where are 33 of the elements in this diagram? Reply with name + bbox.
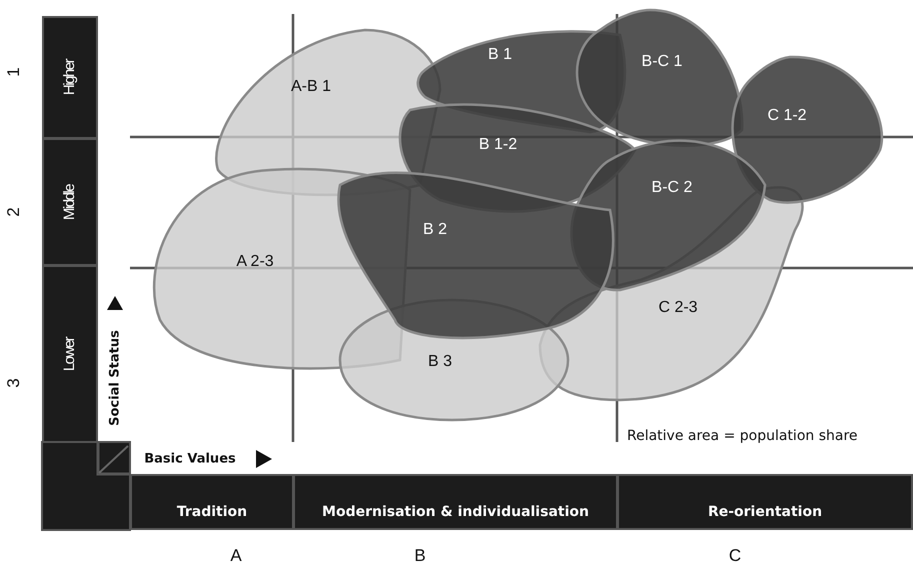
column-header (617, 474, 913, 530)
row-label: Lower (62, 337, 78, 371)
axis-label: C (728, 546, 742, 566)
milieu-label: A 2-3 (236, 253, 274, 271)
axis-label: 2 (4, 207, 24, 217)
milieu-label: B 2 (423, 221, 447, 239)
axis-label: A (230, 546, 242, 566)
milieu-label: B 1 (488, 46, 512, 64)
axis-title: Social Status (108, 330, 122, 426)
column-label: Tradition (176, 504, 248, 520)
row-label: Higher (62, 60, 78, 96)
column-header (130, 474, 294, 530)
milieu-label: A-B 1 (291, 78, 331, 96)
milieu-label: C 2-3 (658, 299, 698, 317)
axis-title: Basic Values (144, 452, 236, 466)
milieu-label: B-C 1 (642, 53, 682, 71)
column-label: Modernisation & individualisation (322, 504, 589, 520)
column-label: Re-orientation (708, 504, 822, 520)
milieu-label: B 3 (428, 353, 452, 371)
milieu-label: B-C 2 (652, 179, 692, 197)
row-label: Middle (62, 184, 78, 220)
column-header (293, 474, 618, 530)
axis-label: 1 (4, 67, 24, 77)
milieu-blob (731, 56, 883, 204)
milieu-label: B 1-2 (478, 136, 518, 154)
milieu-blob (337, 171, 614, 340)
row-header (42, 138, 98, 266)
row-header (42, 16, 98, 139)
row-header (42, 265, 98, 443)
milieu-label: C 1-2 (767, 107, 807, 125)
axis-label: 3 (4, 378, 24, 388)
axis-label: B (414, 546, 426, 566)
note-text: Relative area = population share (627, 428, 858, 444)
